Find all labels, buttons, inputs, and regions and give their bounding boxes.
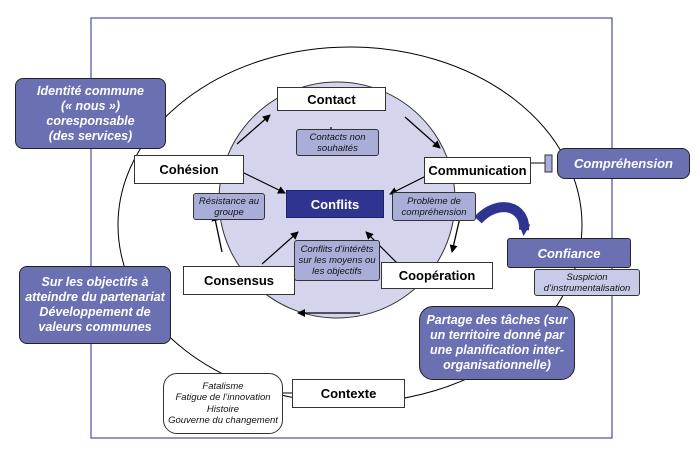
arrow-contact-communication: [404, 116, 441, 149]
note-comprehension: Compréhension: [557, 148, 690, 179]
note-contexte-factors: Fatalisme Fatigue de l’innovation Histoi…: [163, 373, 283, 434]
arrow-cohesion-to-center: [243, 172, 286, 194]
note-identite-commune: Identité commune (« nous ») coresponsabl…: [15, 78, 166, 149]
stage-cooperation: Coopération: [381, 262, 493, 289]
arrow-consensus-cohesion: [211, 213, 223, 253]
arrow-cooperation-to-center: [365, 231, 398, 264]
stage-contact: Contact: [277, 87, 386, 111]
note-probleme-comprehension: Problème de compréhension: [392, 192, 476, 221]
note-probleme-comprehension-text: Problème de compréhension: [401, 195, 467, 218]
curved-arrow-confiance: [474, 202, 531, 236]
stage-contact-label: Contact: [307, 91, 356, 107]
outer-frame: [90, 17, 613, 439]
connector-comprehension-tab: [544, 154, 553, 173]
note-comprehension-text: Compréhension: [574, 156, 673, 171]
stage-cohesion: Cohésion: [134, 155, 244, 184]
note-contacts-non-souhaites-text: Contacts non souhaités: [309, 131, 366, 154]
note-sur-les-objectifs: Sur les objectifs à atteindre du partena…: [19, 266, 171, 344]
center-conflits: Conflits: [286, 190, 384, 218]
stage-communication-label: Communication: [428, 163, 527, 178]
note-contacts-non-souhaites: Contacts non souhaités: [296, 129, 379, 156]
note-identite-commune-text: Identité commune (« nous ») coresponsabl…: [37, 83, 144, 143]
arrow-cohesion-contact: [236, 114, 271, 145]
note-conflits-interets-text: Conflits d’intérêts sur les moyens ou le…: [298, 244, 376, 277]
stage-cooperation-label: Coopération: [398, 268, 476, 283]
note-partage-des-taches: Partage des tâches (sur un territoire do…: [419, 306, 575, 380]
note-sur-les-objectifs-text: Sur les objectifs à atteindre du partena…: [25, 275, 165, 334]
note-suspicion-text: Suspicion d’instrumentalisation: [543, 271, 631, 294]
stage-contexte-label: Contexte: [320, 386, 377, 401]
center-conflits-label: Conflits: [310, 196, 360, 212]
stage-consensus-label: Consensus: [203, 273, 275, 288]
note-partage-des-taches-text: Partage des tâches (sur un territoire do…: [426, 313, 568, 372]
note-conflits-interets: Conflits d’intérêts sur les moyens ou le…: [294, 240, 380, 281]
arrow-consensus-to-center: [261, 231, 299, 265]
stage-cohesion-label: Cohésion: [159, 162, 219, 177]
note-resistance-groupe: Résistance au groupe: [193, 193, 265, 220]
arrow-communication-to-center: [389, 175, 427, 195]
note-resistance-groupe-text: Résistance au groupe: [198, 195, 260, 218]
note-confiance-text: Confiance: [537, 245, 601, 261]
stage-consensus: Consensus: [183, 266, 295, 295]
note-confiance: Confiance: [507, 238, 631, 268]
note-suspicion: Suspicion d’instrumentalisation: [534, 269, 640, 296]
stage-communication: Communication: [424, 157, 531, 184]
stage-contexte: Contexte: [292, 379, 405, 408]
note-contexte-factors-text: Fatalisme Fatigue de l’innovation Histoi…: [168, 380, 278, 427]
